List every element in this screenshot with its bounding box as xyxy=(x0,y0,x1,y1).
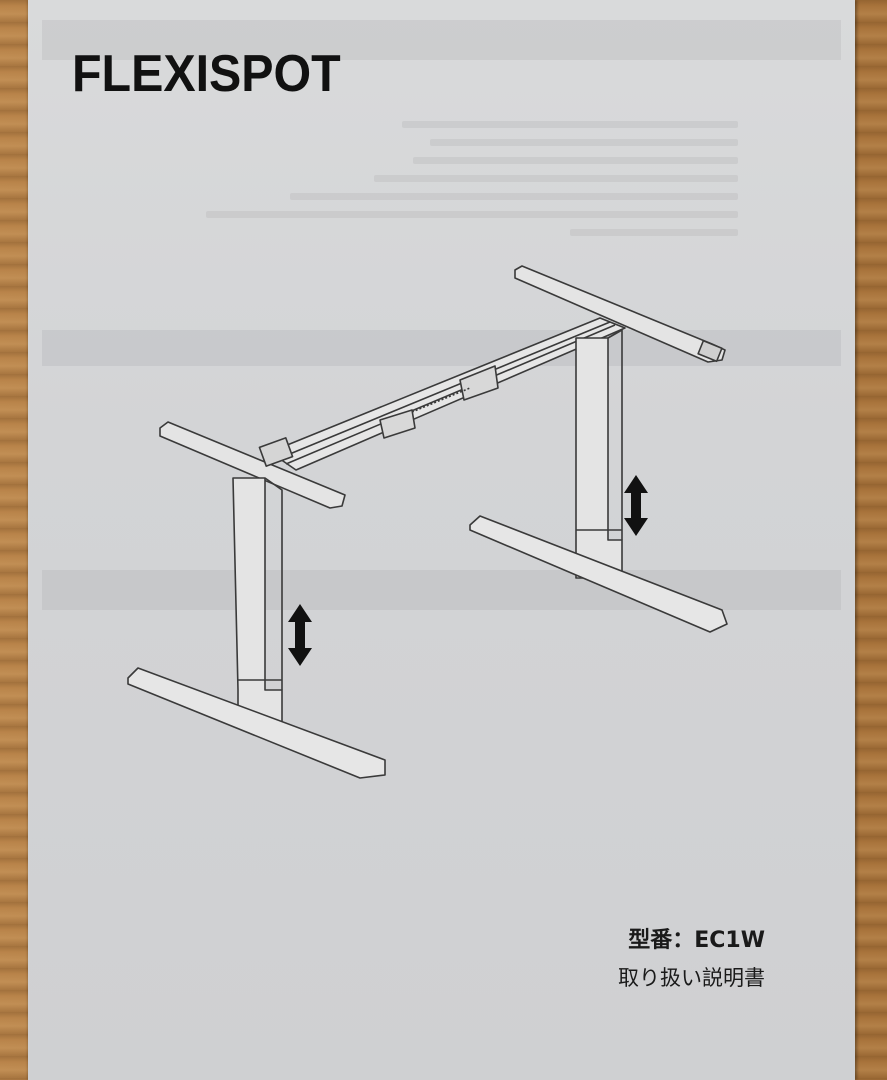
show-through-text xyxy=(178,110,738,247)
double-arrow-vertical-icon xyxy=(288,604,312,666)
double-arrow-vertical-icon xyxy=(624,475,648,536)
show-through-band xyxy=(42,20,841,60)
manual-subtitle: 取り扱い説明書 xyxy=(618,966,765,990)
model-number: 型番：EC1W xyxy=(628,928,765,953)
model-info: 型番：EC1W 取り扱い説明書 xyxy=(618,922,765,992)
show-through-band xyxy=(42,570,841,610)
manual-cover-page: FLEXISPOT 型番：EC1W 取り扱い説明書 xyxy=(28,0,855,1080)
brand-logo: FLEXISPOT xyxy=(72,45,341,103)
